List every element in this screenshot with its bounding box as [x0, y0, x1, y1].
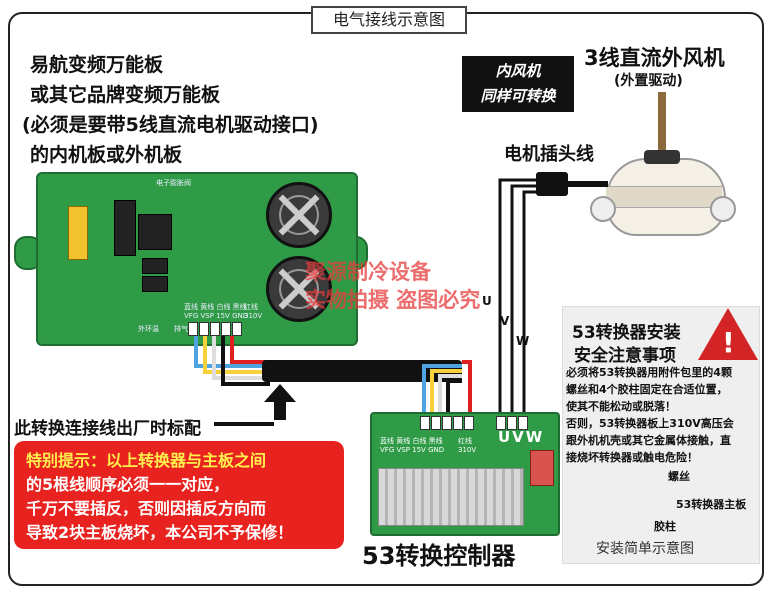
- headline-line-3: (必须是要带5线直流电机驱动接口): [22, 114, 319, 136]
- diagram-label-board: 53转换器主板: [676, 498, 747, 511]
- motor-band: [606, 186, 722, 208]
- motor-foot-left: [590, 196, 616, 222]
- diagram-caption: 安装简单示意图: [596, 541, 694, 557]
- headline-line-4: 的内机板或外机板: [30, 144, 183, 166]
- motor-plug-label: 电机插头线: [504, 144, 594, 165]
- factory-mark-arrow: [264, 384, 296, 420]
- wire-yellow: [203, 336, 270, 374]
- main-board-pin-310: 310V: [244, 312, 263, 320]
- warning-line-4: 导致2块主板烧坏，本公司不予保修！: [26, 523, 294, 542]
- converter-pin-red: 红线: [458, 437, 472, 445]
- headline-line-1: 易航变频万能板: [30, 54, 164, 76]
- headline-line-2: 或其它品牌变频万能板: [30, 84, 221, 106]
- sticker-note: 内风机 同样可转换: [462, 56, 574, 112]
- sticker-line-2: 同样可转换: [480, 87, 556, 105]
- main-board-pin-names: 蓝线 黄线 白线 黑线: [184, 303, 247, 311]
- capacitor-bottom: [266, 256, 332, 322]
- wire-letter-u: U: [482, 294, 492, 308]
- wire-v: [510, 184, 540, 420]
- wires-uvw: [498, 178, 540, 420]
- converter-pin-codes: VFG VSP 15V GND: [380, 446, 445, 454]
- warning-line-2: 的5根线顺序必须一一对应，: [26, 475, 230, 494]
- safety-line-6: 接烧坏转换器或触电危险！: [566, 451, 698, 464]
- safety-title-1: 53转换器安装: [572, 323, 681, 343]
- safety-line-1: 必须将53转换器用附件包里的4颗: [566, 366, 732, 379]
- main-board-relay-a: [142, 258, 168, 274]
- converter-title: 53转换控制器: [362, 542, 516, 570]
- watermark: 聚源制冷设备 实物拍摄 盗图必究: [305, 258, 480, 314]
- safety-line-5: 跟外机机壳或其它金属体接触，直: [566, 434, 731, 447]
- converter-terminal: [530, 450, 554, 486]
- wire-blue-2: [422, 364, 462, 420]
- main-board-left-label-1: 外环温: [138, 325, 159, 333]
- wire-black: [221, 336, 270, 386]
- wire-yellow-2: [430, 369, 462, 420]
- safety-body: 必须将53转换器用附件包里的4颗 螺丝和4个胶柱固定在合适位置， 使其不能松动或…: [566, 364, 756, 466]
- safety-line-3: 使其不能松动或脱落！: [566, 400, 676, 413]
- main-board-pin-red: 红线: [244, 303, 258, 311]
- motor-title: 3线直流外风机: [584, 46, 725, 70]
- factory-mark-label: 此转换连接线出厂时标配: [14, 419, 201, 439]
- converter-pin-names: 蓝线 黄线 白线 黑线: [380, 437, 443, 445]
- wire-letter-w: W: [516, 334, 530, 348]
- converter-heatsink: [378, 468, 524, 526]
- wire-black-2: [446, 379, 462, 420]
- safety-title-2: 安全注意事项: [574, 346, 676, 366]
- main-board-top-label: 电子膨胀阀: [156, 179, 191, 187]
- main-board-relay-b: [142, 276, 168, 292]
- main-board-pin-codes: VFG VSP 15V GND: [184, 312, 249, 320]
- warning-panel: 特别提示：以上转换器与主板之间 的5根线顺序必须一一对应， 千万不要插反，否则因…: [14, 441, 344, 549]
- motor-plug: [536, 172, 568, 196]
- main-board-left-label-2: 排气: [174, 325, 188, 333]
- capacitor-top: [266, 182, 332, 248]
- wire-w: [522, 190, 540, 420]
- wire-letter-v: V: [500, 314, 510, 328]
- converter-uvw-connector: [496, 416, 528, 430]
- warning-triangle-icon: [698, 308, 758, 360]
- sticker-line-1: 内风机: [495, 62, 541, 80]
- converter-pin-310: 310V: [458, 446, 477, 454]
- wire-u: [498, 178, 540, 420]
- diagram-label-post: 胶柱: [654, 520, 676, 533]
- watermark-line-1: 聚源制冷设备: [305, 260, 431, 284]
- motor-foot-right: [710, 196, 736, 222]
- converter-uvw-label: UVW: [498, 428, 545, 446]
- wires-cable-to-converter: [422, 360, 472, 420]
- motor-subtitle: (外置驱动): [614, 73, 683, 89]
- wires-main-to-cable: [194, 336, 270, 386]
- motor-hub: [644, 150, 680, 164]
- converter-connector: [420, 416, 474, 430]
- warning-line-1: 特别提示：以上转换器与主板之间: [26, 451, 267, 470]
- diagram-label-screw: 螺丝: [668, 470, 690, 483]
- exclamation-icon: !: [722, 326, 735, 359]
- safety-line-4: 否则，53转换器板上310V高压会: [566, 417, 734, 430]
- cable-sleeve: [262, 360, 462, 382]
- wire-red: [230, 336, 270, 364]
- watermark-line-2: 实物拍摄 盗图必究: [305, 288, 481, 312]
- diagram-title: 电气接线示意图: [311, 6, 467, 34]
- main-board-relay: [68, 206, 88, 260]
- motor-shaft: [658, 92, 666, 154]
- wire-red-2: [462, 360, 472, 420]
- main-board-connector: [188, 322, 242, 336]
- main-board-module: [114, 200, 136, 256]
- warning-line-3: 千万不要插反，否则因插反方向而: [26, 499, 267, 518]
- safety-line-2: 螺丝和4个胶柱固定在合适位置，: [566, 383, 728, 396]
- wire-blue: [194, 336, 270, 368]
- wire-white: [212, 336, 270, 380]
- main-board-transformer: [138, 214, 172, 250]
- wire-white-2: [438, 374, 462, 420]
